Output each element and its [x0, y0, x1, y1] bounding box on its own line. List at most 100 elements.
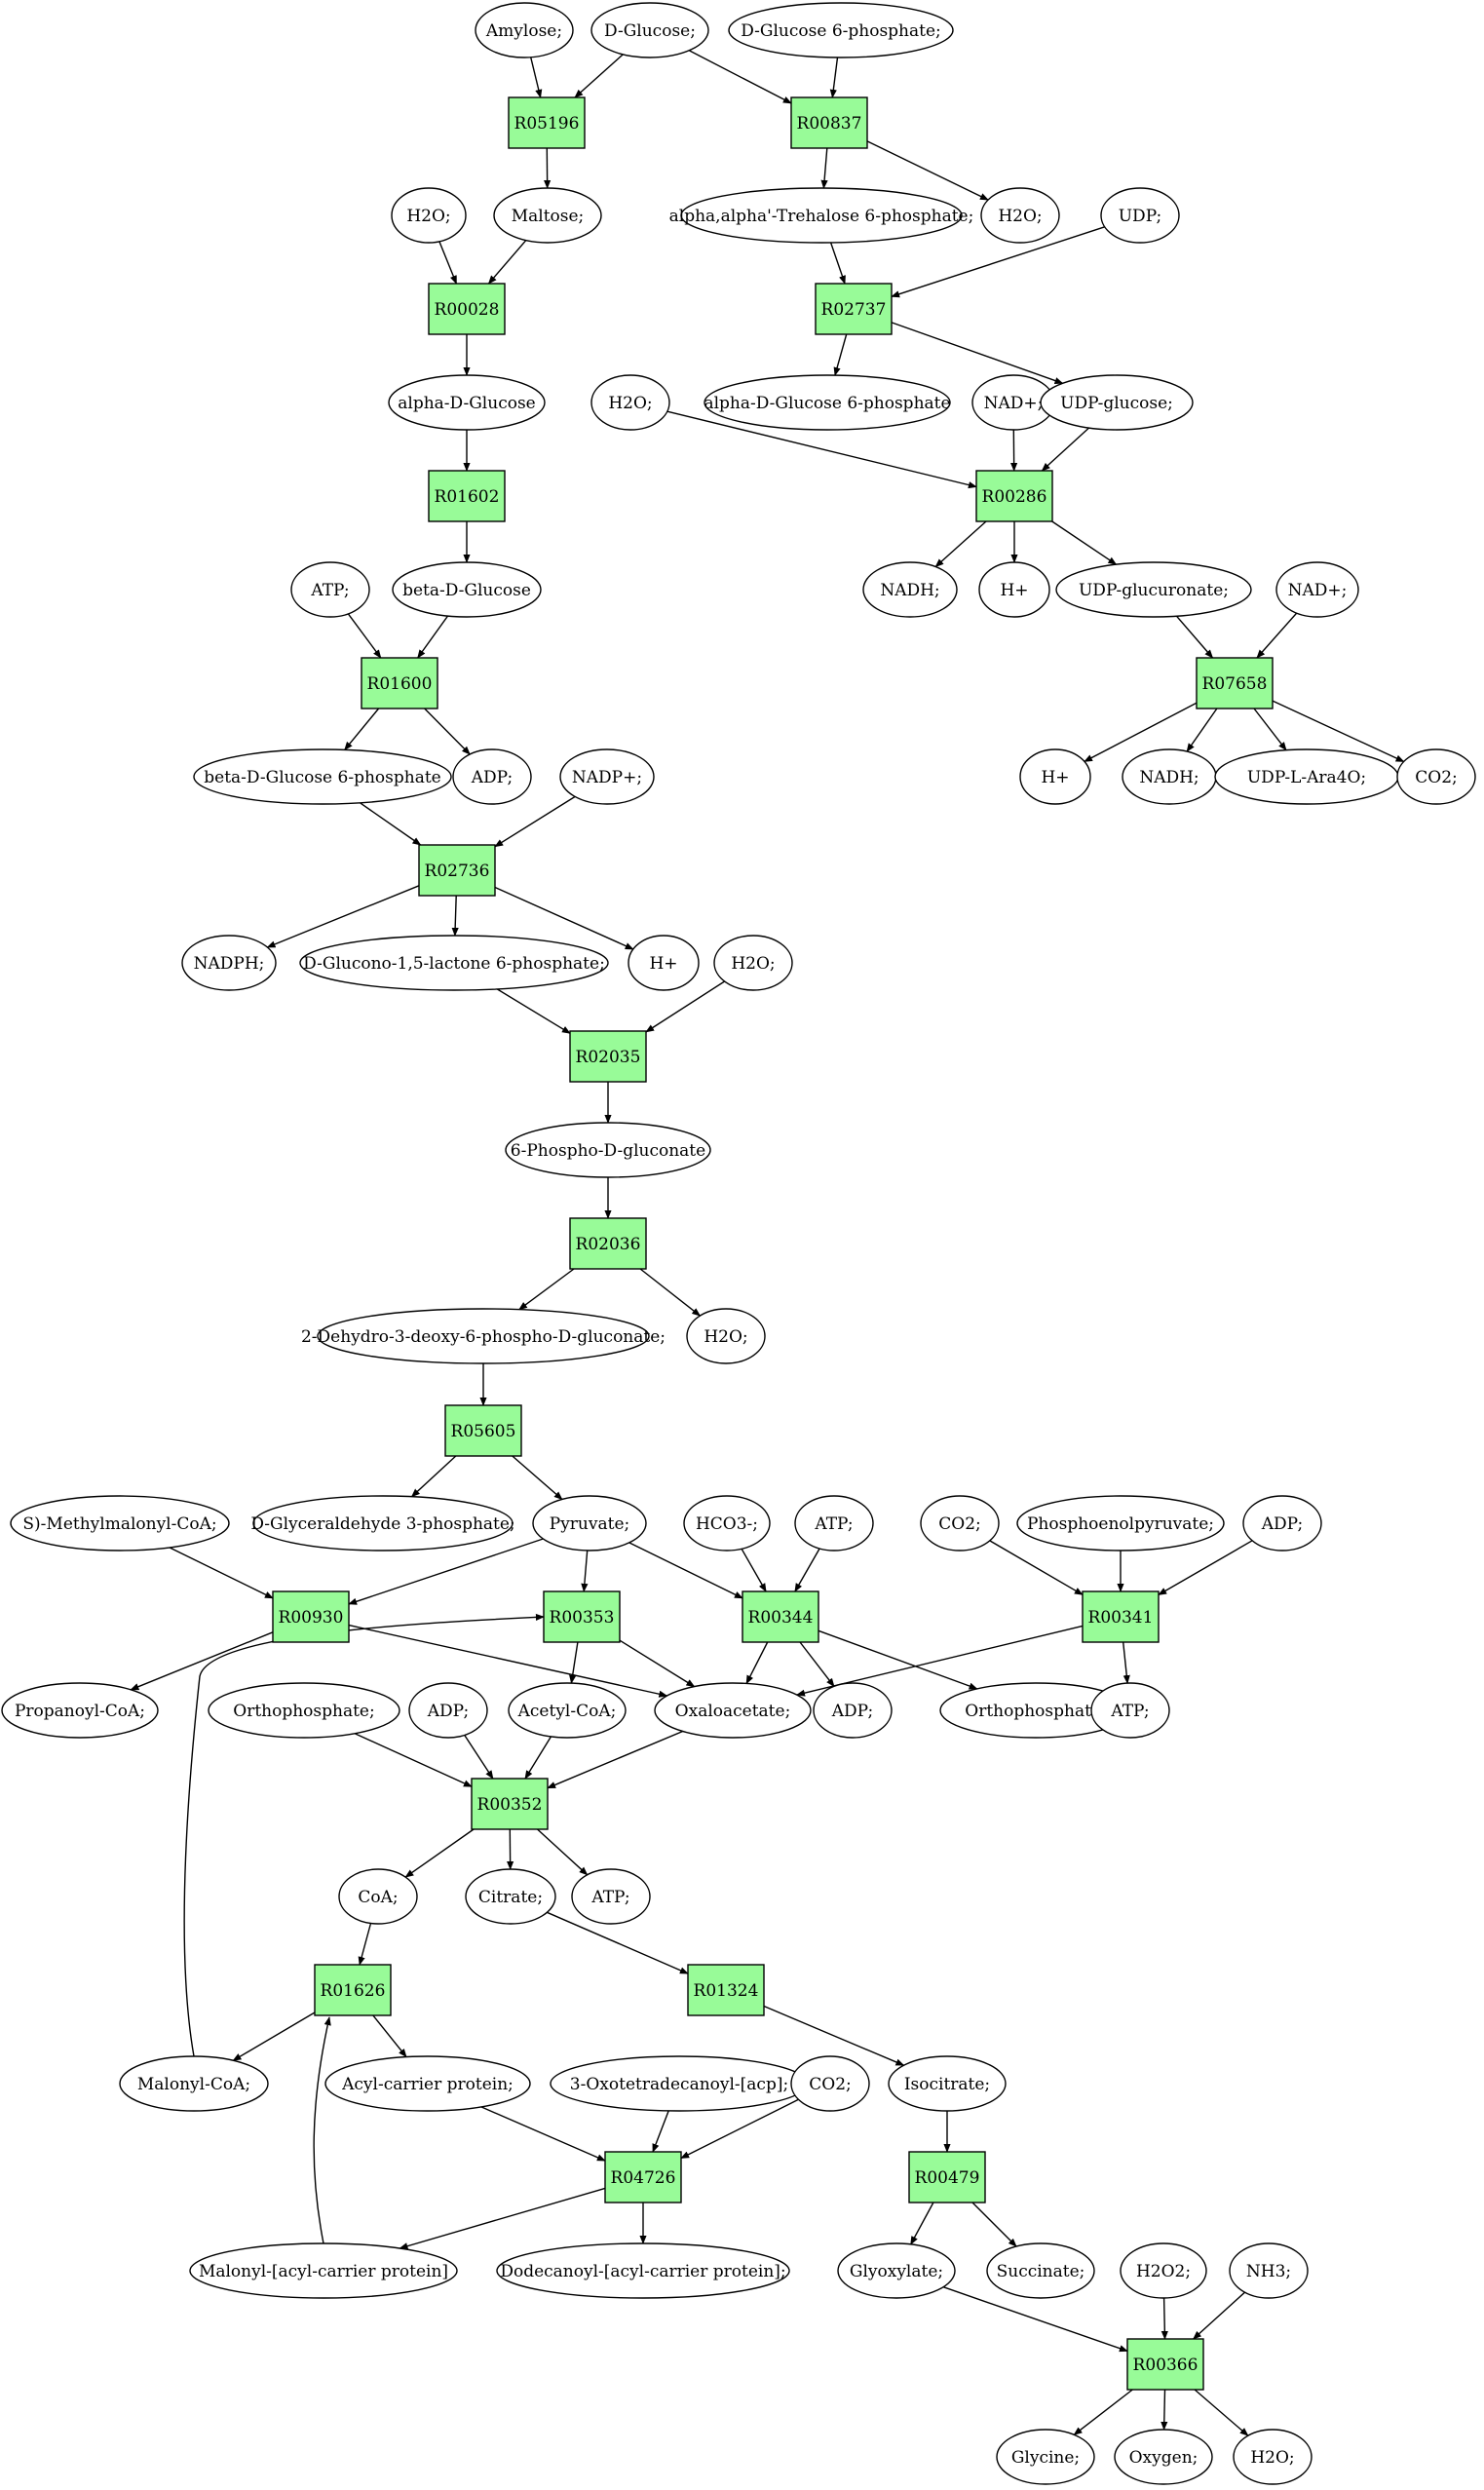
compound-node-udp-glucose[interactable]: UDP-glucose; [1040, 374, 1194, 431]
compound-node-maltose[interactable]: Maltose; [493, 187, 602, 244]
reaction-node-r07658[interactable]: R07658 [1196, 657, 1274, 709]
compound-node-h2o-4[interactable]: H2O; [713, 935, 793, 991]
compound-node-h2o-2[interactable]: H2O; [980, 187, 1060, 244]
compound-node-nadh-1[interactable]: NADH; [862, 561, 958, 618]
compound-node-oxotetradecanoyl[interactable]: 3-Oxotetradecanoyl-[acp]; [550, 2055, 809, 2112]
compound-node-hco3[interactable]: HCO3-; [683, 1495, 771, 1551]
compound-node-glucono-lactone-6p[interactable]: D-Glucono-1,5-lactone 6-phosphate; [299, 935, 609, 991]
compound-node-beta-d-glucose[interactable]: beta-D-Glucose [392, 561, 542, 618]
compound-node-nadph[interactable]: NADPH; [181, 935, 277, 991]
reaction-node-r00930[interactable]: R00930 [272, 1590, 350, 1643]
compound-node-adp-1[interactable]: ADP; [452, 748, 532, 805]
compound-node-propanoyl-coa[interactable]: Propanoyl-CoA; [1, 1682, 159, 1739]
reaction-node-r02737[interactable]: R02737 [815, 283, 893, 335]
reaction-node-r00366[interactable]: R00366 [1126, 2338, 1204, 2391]
compound-node-malonyl-coa[interactable]: Malonyl-CoA; [119, 2055, 269, 2112]
reaction-node-r05196[interactable]: R05196 [508, 96, 586, 149]
compound-label: Glycine; [1011, 2448, 1080, 2468]
compound-node-acetyl-coa[interactable]: Acetyl-CoA; [508, 1682, 627, 1739]
reaction-node-r00479[interactable]: R00479 [908, 2151, 986, 2203]
compound-node-dodecanoyl-acp[interactable]: Dodecanoyl-[acyl-carrier protein]; [496, 2242, 790, 2299]
compound-node-adp-2[interactable]: ADP; [1242, 1495, 1322, 1551]
compound-node-adp-3[interactable]: ADP; [408, 1682, 488, 1739]
compound-node-oxygen[interactable]: Oxygen; [1114, 2429, 1213, 2485]
reaction-node-r05605[interactable]: R05605 [444, 1404, 522, 1457]
compound-node-hplus-1[interactable]: H+ [978, 561, 1050, 618]
reaction-node-r02035[interactable]: R02035 [569, 1030, 647, 1083]
compound-node-pep[interactable]: Phosphoenolpyruvate; [1016, 1495, 1225, 1551]
compound-node-atp-1[interactable]: ATP; [290, 561, 370, 618]
compound-node-trehalose-6p[interactable]: alpha,alpha'-Trehalose 6-phosphate; [669, 187, 974, 244]
compound-node-orthophosphate-2[interactable]: Orthophosphate; [939, 1682, 1132, 1739]
reaction-node-r00028[interactable]: R00028 [428, 283, 506, 335]
compound-node-amylose[interactable]: Amylose; [475, 2, 574, 58]
reaction-node-r00353[interactable]: R00353 [543, 1590, 621, 1643]
compound-node-glyoxylate[interactable]: Glyoxylate; [837, 2242, 956, 2299]
reaction-node-r00344[interactable]: R00344 [742, 1590, 819, 1643]
reaction-node-r01324[interactable]: R01324 [687, 1964, 765, 2016]
edge-udp-glucose-to-R00286 [1041, 427, 1089, 472]
compound-node-alpha-d-glucose[interactable]: alpha-D-Glucose [388, 374, 546, 431]
compound-node-d-glucose-6p[interactable]: D-Glucose 6-phosphate; [728, 2, 954, 58]
compound-node-alpha-d-glucose-6p[interactable]: alpha-D-Glucose 6-phosphate [704, 374, 951, 431]
compound-node-h2o2[interactable]: H2O2; [1120, 2242, 1207, 2299]
compound-node-h2o-1[interactable]: H2O; [391, 187, 467, 244]
compound-node-nad-1[interactable]: NAD+; [971, 374, 1055, 431]
compound-node-h2o-6[interactable]: H2O; [1233, 2429, 1313, 2485]
reaction-node-r01602[interactable]: R01602 [428, 470, 506, 522]
compound-node-udp-1[interactable]: UDP; [1100, 187, 1180, 244]
compound-node-nh3[interactable]: NH3; [1229, 2242, 1309, 2299]
reaction-box [908, 2151, 986, 2203]
compound-node-d-glucose[interactable]: D-Glucose; [590, 2, 709, 58]
compound-label: alpha-D-Glucose [398, 394, 535, 413]
reaction-node-r02736[interactable]: R02736 [418, 844, 496, 897]
compound-node-atp-2[interactable]: ATP; [794, 1495, 874, 1551]
compound-node-isocitrate[interactable]: Isocitrate; [888, 2055, 1007, 2112]
compound-node-succinate[interactable]: Succinate; [986, 2242, 1095, 2299]
compound-node-co2-3[interactable]: CO2; [790, 2055, 870, 2112]
compound-node-nad-2[interactable]: NAD+; [1275, 561, 1359, 618]
compound-node-citrate[interactable]: Citrate; [465, 1868, 556, 1925]
compound-label: H+ [1041, 768, 1069, 787]
compound-node-udp-l-ara4o[interactable]: UDP-L-Ara4O; [1214, 748, 1399, 805]
compound-node-hplus-3[interactable]: H+ [628, 935, 700, 991]
edge-R02036-to-h2o-5 [639, 1268, 702, 1317]
compound-node-co2-1[interactable]: CO2; [1396, 748, 1476, 805]
compound-node-adp-4[interactable]: ADP; [813, 1682, 893, 1739]
compound-node-atp-3[interactable]: ATP; [1090, 1682, 1170, 1739]
compound-node-co2-2[interactable]: CO2; [920, 1495, 1000, 1551]
reaction-node-r00286[interactable]: R00286 [975, 470, 1053, 522]
compound-node-h2o-5[interactable]: H2O; [686, 1308, 766, 1364]
reaction-node-r00341[interactable]: R00341 [1082, 1590, 1160, 1643]
compound-node-orthophosphate-1[interactable]: Orthophosphate; [208, 1682, 400, 1739]
reaction-node-r01600[interactable]: R01600 [361, 657, 438, 709]
reaction-box [543, 1590, 621, 1643]
compound-node-phospho-gluconate[interactable]: 6-Phospho-D-gluconate [505, 1122, 711, 1178]
compound-node-methylmalonyl-coa[interactable]: S)-Methylmalonyl-CoA; [10, 1495, 230, 1551]
compound-node-coa[interactable]: CoA; [338, 1868, 418, 1925]
compound-node-nadh-2[interactable]: NADH; [1122, 748, 1217, 805]
compound-node-kdpg[interactable]: 2-Dehydro-3-deoxy-6-phospho-D-gluconate; [301, 1308, 666, 1364]
compound-node-hplus-2[interactable]: H+ [1019, 748, 1091, 805]
compound-node-gap[interactable]: D-Glyceraldehyde 3-phosphate; [250, 1495, 515, 1551]
edge-R00286-to-nadh-1 [934, 520, 987, 568]
reaction-node-r00352[interactable]: R00352 [471, 1778, 549, 1830]
compound-node-udp-glucuronate[interactable]: UDP-glucuronate; [1055, 561, 1252, 618]
reaction-label: R00837 [797, 114, 862, 134]
reaction-node-r04726[interactable]: R04726 [604, 2151, 682, 2203]
compound-label: Succinate; [997, 2262, 1085, 2281]
compound-node-nadp[interactable]: NADP+; [559, 748, 655, 805]
reaction-node-r01626[interactable]: R01626 [314, 1964, 392, 2016]
compound-node-beta-d-glucose-6p[interactable]: beta-D-Glucose 6-phosphate [193, 748, 452, 805]
compound-node-oxaloacetate[interactable]: Oxaloacetate; [654, 1682, 812, 1739]
reaction-label: R01626 [321, 1981, 386, 2001]
compound-node-glycine[interactable]: Glycine; [996, 2429, 1095, 2485]
reaction-node-r02036[interactable]: R02036 [569, 1217, 647, 1270]
compound-node-pyruvate[interactable]: Pyruvate; [532, 1495, 647, 1551]
compound-node-acyl-carrier[interactable]: Acyl-carrier protein; [324, 2055, 531, 2112]
edge-pyruvate-to-R00353 [581, 1550, 589, 1592]
compound-node-malonyl-acp[interactable]: Malonyl-[acyl-carrier protein] [189, 2242, 458, 2299]
reaction-node-r00837[interactable]: R00837 [790, 96, 868, 149]
compound-node-atp-4[interactable]: ATP; [571, 1868, 651, 1925]
compound-node-h2o-3[interactable]: H2O; [590, 374, 670, 431]
